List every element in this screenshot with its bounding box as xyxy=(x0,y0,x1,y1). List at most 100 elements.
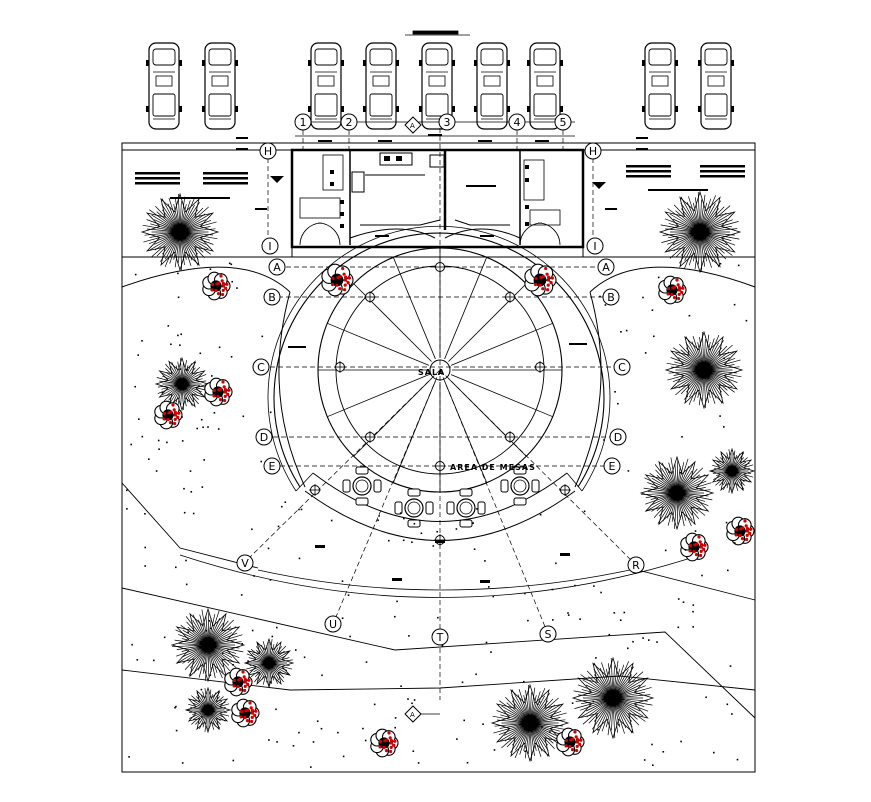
ground-dot xyxy=(201,486,204,488)
parked-car xyxy=(362,42,400,130)
ground-dot xyxy=(134,273,137,276)
ground-dot xyxy=(476,508,478,510)
ground-dot xyxy=(551,588,554,591)
ground-dot xyxy=(651,309,654,311)
spoke-line xyxy=(327,322,430,366)
ground-dot xyxy=(373,703,376,706)
ground-dot xyxy=(484,560,486,562)
tree-symbol xyxy=(639,455,715,531)
ground-dot xyxy=(524,750,526,753)
ground-dot xyxy=(186,369,188,371)
ground-dot xyxy=(537,703,539,705)
ground-dot xyxy=(456,738,458,740)
grid-label: A xyxy=(602,261,610,274)
ground-dot xyxy=(222,652,224,654)
column-marker xyxy=(308,483,322,497)
ground-dot xyxy=(473,548,476,550)
ground-dot xyxy=(181,762,184,764)
grid-bubble-right-i: I xyxy=(586,237,604,255)
ground-dot xyxy=(260,460,263,463)
flower-shrub xyxy=(154,400,183,430)
ground-dot xyxy=(692,626,694,628)
ground-dot xyxy=(475,673,477,676)
ground-dot xyxy=(228,262,231,265)
grid-bubble-right-b: B xyxy=(602,288,620,306)
grid-bubble-right-c: C xyxy=(613,358,631,376)
ground-dot xyxy=(625,329,628,332)
ground-dot xyxy=(205,629,208,632)
grid-bubble-right-h: H xyxy=(584,142,602,160)
ground-dot xyxy=(198,385,200,387)
ground-dot xyxy=(552,619,554,621)
section-marker-top: A xyxy=(404,116,422,134)
grid-bubble-right-e: E xyxy=(603,457,621,475)
ground-dot xyxy=(490,651,492,653)
ground-dot xyxy=(281,505,283,508)
ground-dot xyxy=(261,335,264,338)
ground-dot xyxy=(207,426,209,428)
ground-dot xyxy=(417,762,420,764)
building-fixtures xyxy=(135,156,745,228)
ground-dot xyxy=(330,519,333,522)
grid-bubble-radial-v: V xyxy=(236,554,254,572)
ground-dot xyxy=(157,439,160,442)
ground-dot xyxy=(208,620,210,622)
ground-dot xyxy=(251,528,253,531)
ground-dot xyxy=(642,637,644,639)
ground-dot xyxy=(175,729,178,732)
ground-dot xyxy=(388,539,390,542)
ground-dot xyxy=(574,584,576,587)
flower-shrub xyxy=(204,377,233,407)
grid-label: S xyxy=(545,628,552,641)
ground-dot xyxy=(399,512,402,514)
ground-dot xyxy=(161,391,164,394)
ground-dot xyxy=(341,617,344,619)
ground-dot xyxy=(682,601,685,603)
ground-dot xyxy=(298,508,300,511)
ground-dot xyxy=(595,657,597,659)
ground-dot xyxy=(181,416,183,418)
ground-dot xyxy=(579,618,581,620)
grid-bubble-radial-s: S xyxy=(539,625,557,643)
grid-bubble-top-4: 4 xyxy=(508,113,526,131)
grid-bubble-right-d: D xyxy=(609,428,627,446)
ground-dot xyxy=(241,643,243,645)
ground-dot xyxy=(300,508,303,511)
ground-dot xyxy=(493,749,496,751)
ground-dot xyxy=(524,592,526,595)
ground-dot xyxy=(455,528,458,530)
ground-dot xyxy=(136,659,139,661)
ground-dot xyxy=(128,756,130,758)
section-marker-bottom: A xyxy=(404,705,440,723)
ground-dot xyxy=(679,471,682,474)
grid-bubble-top-1: 1 xyxy=(294,113,312,131)
ground-dot xyxy=(277,525,280,528)
grid-bubble-left-i: I xyxy=(261,237,279,255)
section-marker-top-label: A xyxy=(410,122,415,130)
ground-dot xyxy=(643,759,646,761)
ground-dot xyxy=(230,263,233,266)
parked-car xyxy=(641,42,679,130)
ground-dot xyxy=(267,547,270,550)
ground-dot xyxy=(432,545,435,547)
ground-dot xyxy=(242,415,245,418)
parked-car xyxy=(145,42,183,130)
ground-dot xyxy=(614,391,616,393)
ground-dot xyxy=(247,660,249,662)
ground-dot xyxy=(209,674,212,676)
column-marker xyxy=(363,290,377,304)
ground-dot xyxy=(656,641,658,643)
ground-dot xyxy=(648,639,650,641)
ground-dot xyxy=(271,635,274,638)
ground-dot xyxy=(436,530,438,533)
ground-dot xyxy=(275,708,277,711)
ground-dot xyxy=(177,334,179,337)
grid-label: T xyxy=(436,631,444,644)
flower-shrub xyxy=(321,263,354,297)
ground-dot xyxy=(232,664,234,666)
ground-dot xyxy=(180,333,182,336)
spoke-line xyxy=(353,378,432,457)
grid-label: E xyxy=(609,460,616,473)
grid-bubble-left-b: B xyxy=(263,288,281,306)
grid-bubble-left-h: H xyxy=(259,142,277,160)
